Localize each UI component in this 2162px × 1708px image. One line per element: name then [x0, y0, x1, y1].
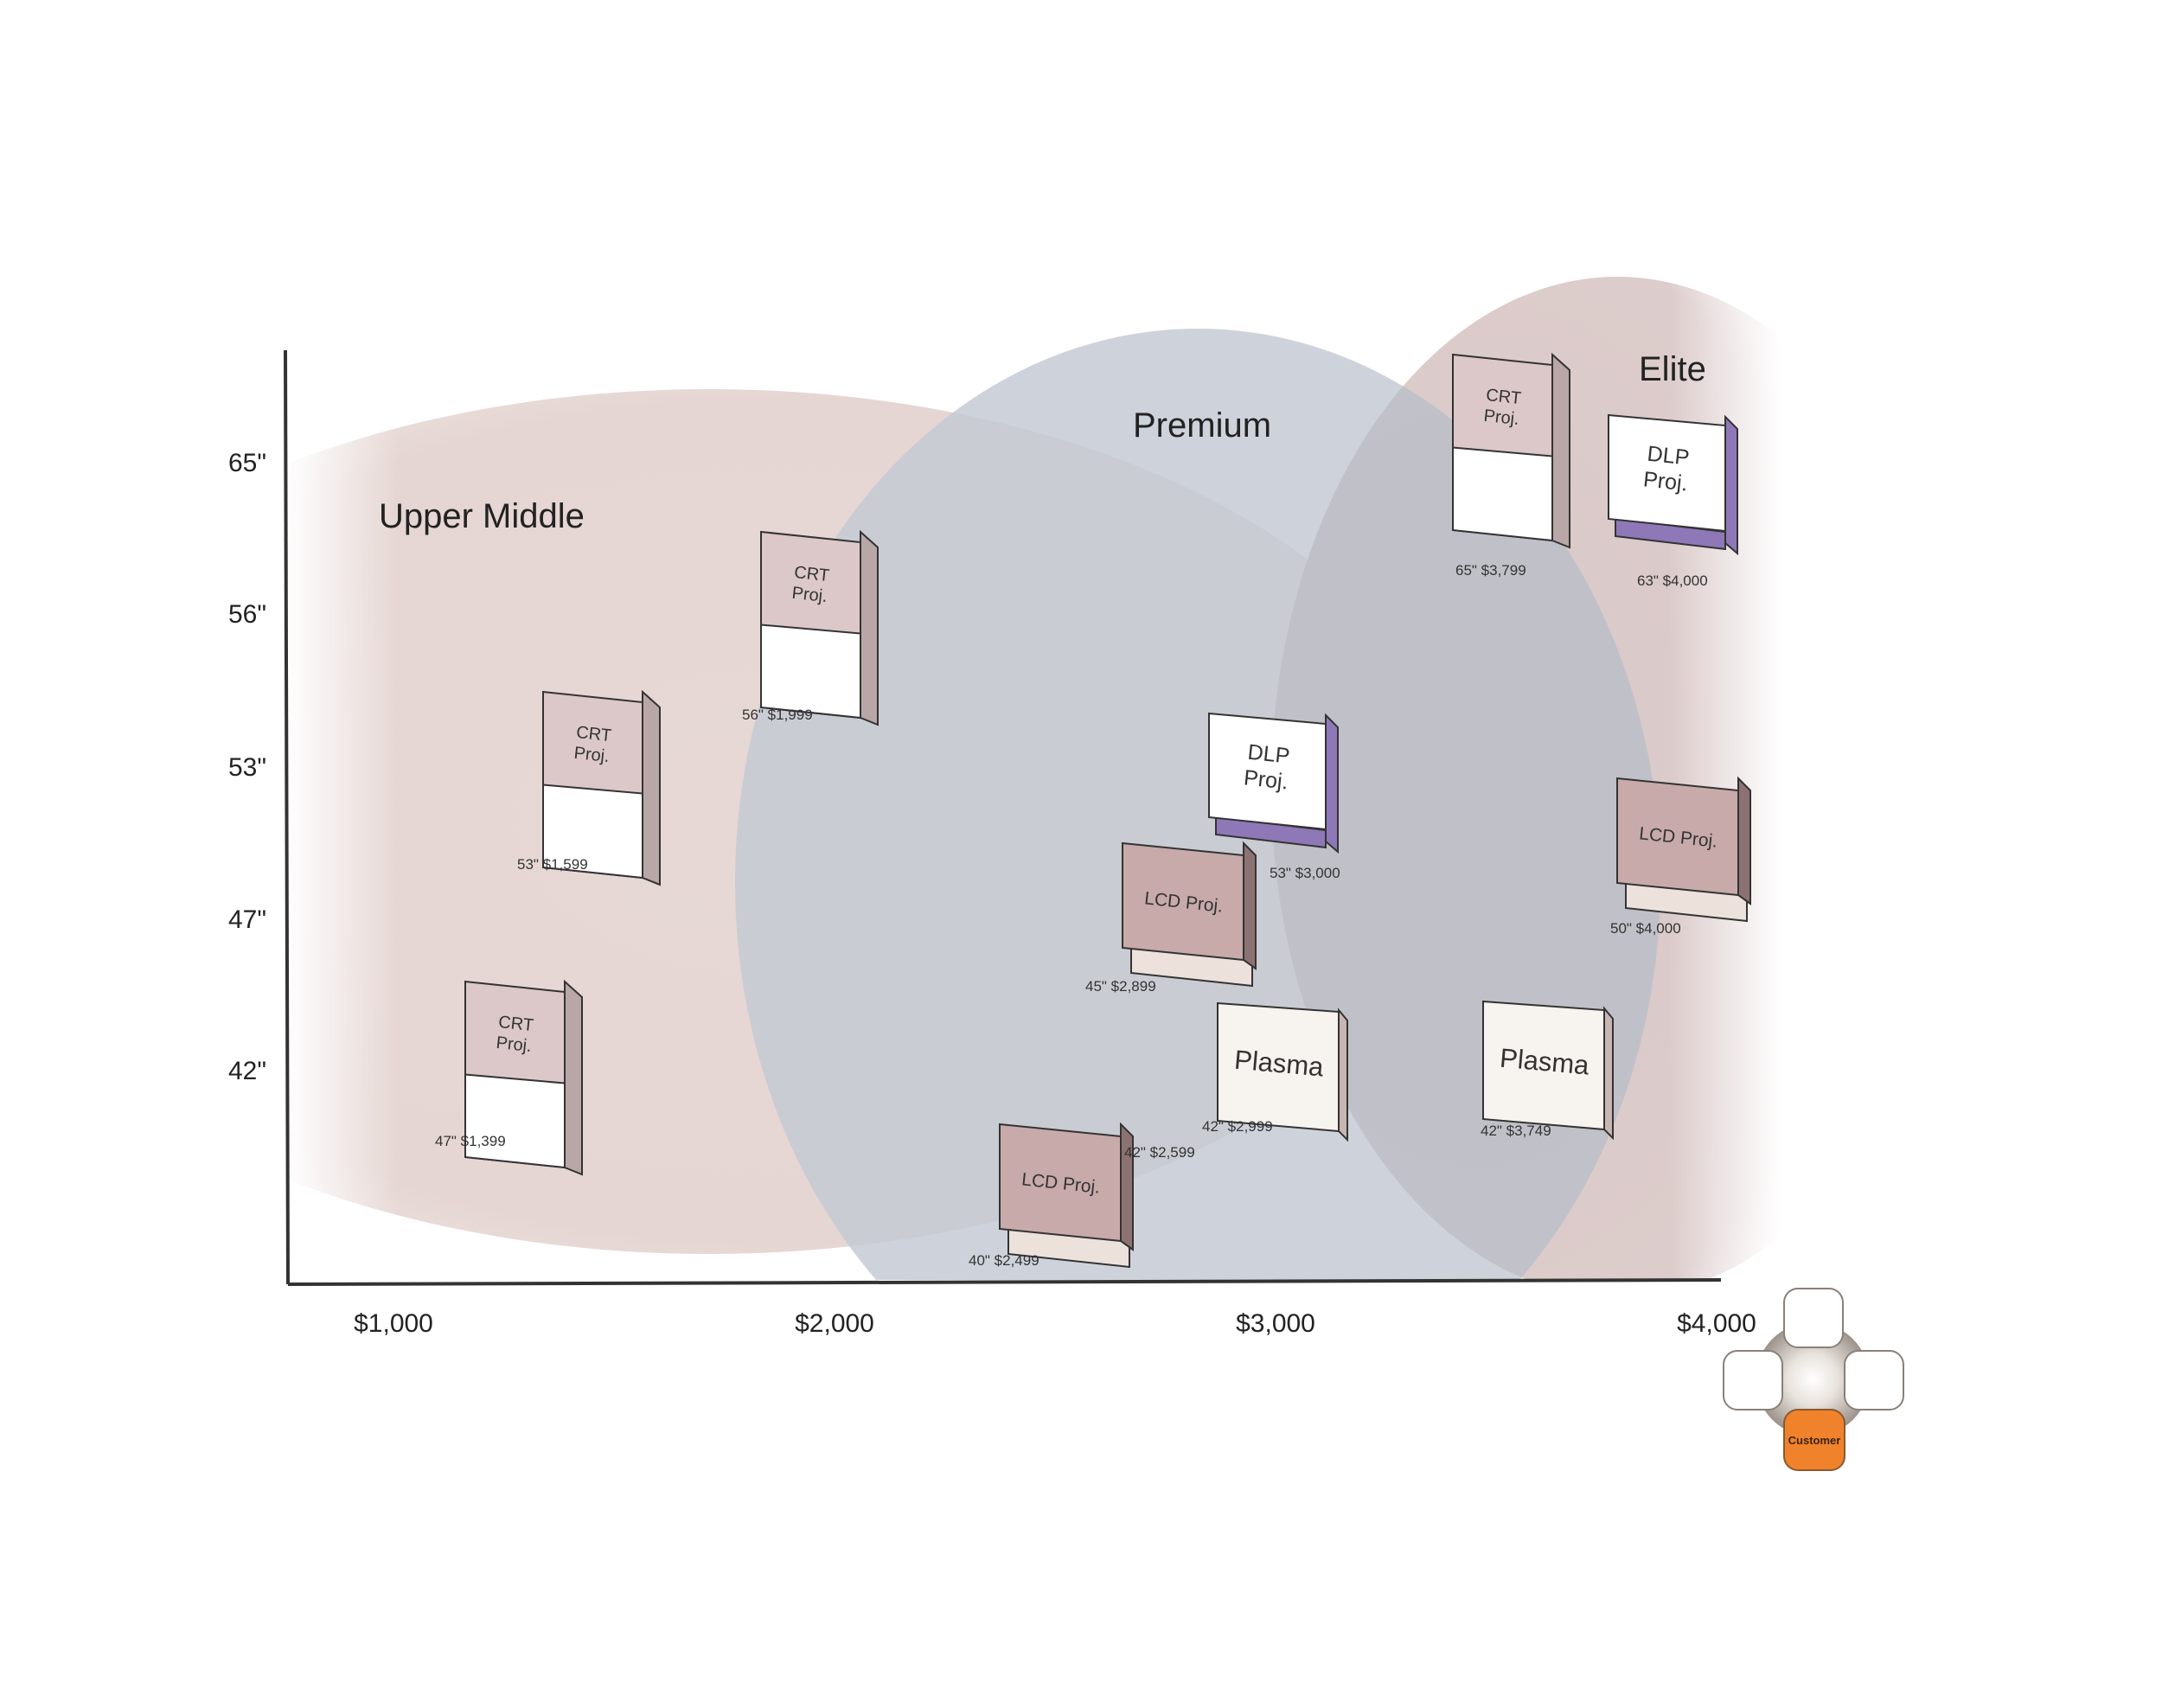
segment-label-premium: Premium — [1133, 406, 1271, 445]
customer-icon: Customer — [1723, 1288, 1904, 1471]
product-size: 42" — [1481, 1123, 1506, 1139]
product-type-label: CRTProj. — [573, 723, 613, 766]
product-lcd: LCD Proj.40" $2,499 — [969, 1122, 1134, 1269]
customer-node-bottom — [1783, 1409, 1845, 1471]
product-caption: 53" $3,000 — [1270, 865, 1340, 881]
product-price: $4,000 — [1663, 573, 1708, 589]
premium-region — [735, 329, 1660, 1280]
product-price: $2,499 — [995, 1252, 1039, 1269]
right-fade — [1669, 259, 1781, 1280]
product-size: 42" — [1202, 1118, 1228, 1135]
product-caption: 42" $3,749 — [1481, 1123, 1551, 1139]
product-size: 56" — [742, 707, 768, 723]
product-price: $4,000 — [1636, 920, 1681, 937]
segment-label-elite: Elite — [1639, 350, 1706, 388]
product-crt: CRTProj. 47" $1,399 — [435, 979, 583, 1176]
x-axis — [287, 1278, 1722, 1286]
product-price: $3,799 — [1481, 562, 1526, 579]
left-fade — [285, 259, 398, 1280]
x-tick-label: $3,000 — [1236, 1309, 1315, 1338]
product-dlp: DLPProj. 53" $3,000 — [1208, 712, 1340, 881]
product-caption: 63" $4,000 — [1637, 573, 1708, 589]
product-type-label: CRTProj. — [791, 563, 831, 606]
product-price: $3,000 — [1295, 865, 1340, 881]
product-lcd: LCD Proj.50" $4,000 — [1610, 776, 1751, 937]
product-price: $1,999 — [768, 707, 813, 723]
product-caption: 47" $1,399 — [435, 1133, 506, 1149]
y-axis-ticks: 65" 56" 53" 47" 42" — [228, 449, 266, 1085]
product-price: $3,749 — [1506, 1123, 1551, 1139]
product-price: $2,999 — [1228, 1118, 1273, 1135]
customer-node-top — [1783, 1288, 1844, 1348]
product-type-label: CRTProj. — [496, 1013, 535, 1056]
product-type-label: CRTProj. — [1483, 386, 1523, 429]
product-size: 47" — [435, 1133, 461, 1149]
product-price: $1,399 — [461, 1133, 506, 1149]
x-tick-label: $1,000 — [354, 1309, 433, 1338]
product-caption: 53" $1,599 — [517, 856, 588, 873]
product-caption: 65" $3,799 — [1455, 562, 1526, 579]
y-tick-label: 47" — [228, 905, 266, 934]
segment-labels: Upper Middle Premium Elite — [379, 350, 1706, 535]
y-tick-label: 53" — [228, 753, 266, 782]
product-size: 45" — [1085, 978, 1111, 995]
product-type-label: DLPProj. — [1642, 441, 1692, 496]
product-crt: CRTProj. 56" $1,999 — [742, 529, 879, 726]
product-type-label: DLPProj. — [1243, 739, 1292, 794]
segment-label-upper: Upper Middle — [379, 497, 585, 535]
product-crt: CRTProj. 53" $1,599 — [517, 689, 661, 886]
product-price: $2,899 — [1111, 978, 1156, 995]
product-caption: 42" $2,999 — [1202, 1118, 1273, 1135]
y-tick-label: 42" — [228, 1057, 266, 1085]
product-size: 50" — [1610, 920, 1636, 937]
product-caption: 45" $2,899 — [1085, 978, 1156, 995]
product-size: 40" — [969, 1252, 995, 1269]
product-size: 53" — [1270, 865, 1295, 881]
x-axis-ticks: $1,000 $2,000 $3,000 $4,000 — [354, 1309, 1756, 1338]
caption-plasma-2599: 42" $2,599 — [1124, 1144, 1195, 1161]
product-caption: 50" $4,000 — [1610, 920, 1681, 937]
x-tick-label: $2,000 — [795, 1309, 874, 1338]
customer-label: Customer — [1788, 1434, 1841, 1447]
x-tick-label: $4,000 — [1677, 1309, 1756, 1338]
product-lcd: LCD Proj.45" $2,899 — [1085, 841, 1257, 995]
customer-node-right — [1844, 1350, 1904, 1411]
product-caption: 56" $1,999 — [742, 707, 813, 723]
product-size: 63" — [1637, 573, 1663, 589]
product-size: 53" — [517, 856, 543, 873]
customer-node-left — [1723, 1350, 1783, 1411]
y-tick-label: 56" — [228, 600, 266, 629]
product-price: $1,599 — [543, 856, 588, 873]
product-dlp: DLPProj. 63" $4,000 — [1608, 413, 1738, 589]
product-caption: 40" $2,499 — [969, 1252, 1039, 1269]
y-tick-label: 65" — [228, 449, 266, 477]
product-crt: CRTProj. 65" $3,799 — [1452, 352, 1570, 579]
product-size: 65" — [1455, 562, 1481, 579]
y-axis — [284, 349, 290, 1285]
